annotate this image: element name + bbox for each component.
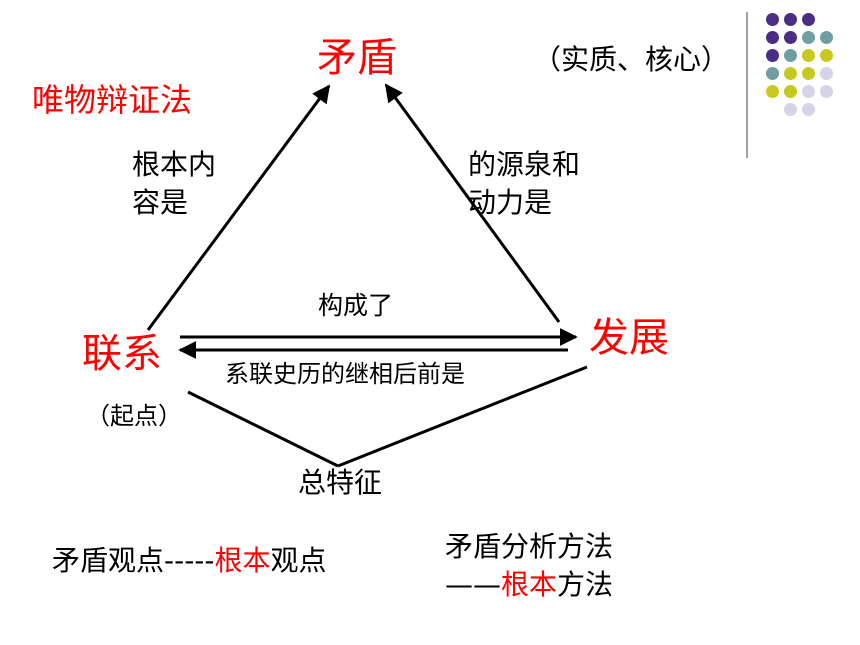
view-suffix: 观点 bbox=[270, 544, 327, 577]
decorative-dot bbox=[820, 85, 833, 98]
decorative-dot bbox=[802, 67, 815, 80]
decorative-dot bbox=[766, 31, 779, 44]
left-arrow-to-top bbox=[146, 84, 331, 331]
bottom-label-general-feature: 总特征 bbox=[298, 466, 383, 499]
decorative-dot bbox=[802, 49, 815, 62]
decorative-dot bbox=[784, 49, 797, 62]
bottom-left-line bbox=[187, 390, 339, 468]
method-title: 唯物辩证法 bbox=[32, 81, 193, 119]
contradiction-view-line: 矛盾观点-----根本观点 bbox=[52, 544, 327, 578]
decorative-dot bbox=[820, 49, 833, 62]
left-edge-text-line1: 根本内 bbox=[132, 148, 217, 181]
arrow-left-label: 系联史历的继相后前是 bbox=[225, 360, 465, 388]
decorative-dot bbox=[784, 13, 797, 26]
view-emphasis: 根本 bbox=[214, 544, 271, 577]
node-contradiction: 矛盾 bbox=[317, 35, 397, 81]
decorative-dot bbox=[784, 31, 797, 44]
decorative-dot bbox=[766, 85, 779, 98]
node-development: 发展 bbox=[589, 315, 669, 361]
bottom-right-line bbox=[337, 365, 588, 468]
decorative-divider bbox=[746, 12, 748, 158]
decorative-dot bbox=[766, 49, 779, 62]
method-line2-prefix: —— bbox=[445, 568, 501, 601]
decorative-dot bbox=[784, 85, 797, 98]
decorative-dot bbox=[802, 31, 815, 44]
decorative-dot bbox=[820, 31, 833, 44]
decorative-dot bbox=[766, 67, 779, 80]
decorative-dot bbox=[784, 103, 797, 116]
right-edge-text-line1: 的源泉和 bbox=[468, 148, 581, 181]
analysis-method-line1: 矛盾分析方法 bbox=[445, 530, 614, 563]
right-arrow-to-top bbox=[384, 83, 561, 323]
decorative-dot bbox=[802, 85, 815, 98]
method-line2-emphasis: 根本 bbox=[501, 568, 558, 601]
view-prefix: 矛盾观点----- bbox=[52, 544, 215, 577]
right-edge-text-line2: 动力是 bbox=[468, 186, 553, 219]
decorative-dot bbox=[766, 13, 779, 26]
decorative-dot bbox=[802, 13, 815, 26]
decorative-dot bbox=[820, 67, 833, 80]
arrow-right-label: 构成了 bbox=[318, 291, 394, 320]
note-essence-core: （实质、核心） bbox=[533, 43, 730, 76]
decorative-dot bbox=[802, 103, 815, 116]
node-connection: 联系 bbox=[82, 331, 162, 377]
left-edge-text-line2: 容是 bbox=[132, 186, 189, 219]
analysis-method-line2: ——根本方法 bbox=[445, 568, 613, 602]
note-starting-point: （起点） bbox=[86, 402, 182, 430]
method-line2-suffix: 方法 bbox=[557, 568, 614, 601]
decorative-dot bbox=[784, 67, 797, 80]
